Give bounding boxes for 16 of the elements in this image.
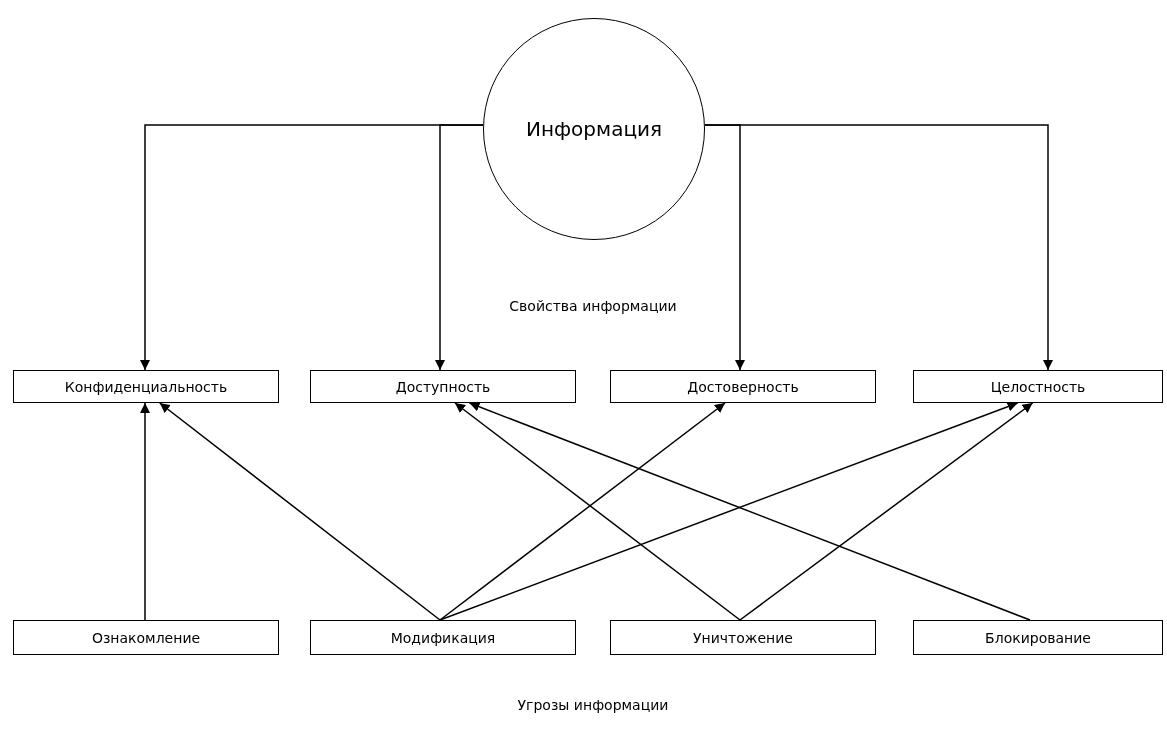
arrow: [159, 402, 441, 621]
process-box: Достоверность: [610, 370, 876, 403]
process-box: Блокирование: [913, 620, 1163, 655]
process-box: Доступность: [310, 370, 576, 403]
process-box: Конфиденциальность: [13, 370, 279, 403]
section-label: Свойства информации: [509, 298, 677, 314]
arrow: [739, 402, 1034, 621]
process-box: Модификация: [310, 620, 576, 655]
arrow: [704, 124, 1053, 371]
section-label: Угрозы информации: [517, 697, 669, 713]
circle-node: Информация: [483, 18, 705, 240]
arrow: [435, 124, 484, 371]
process-box: Ознакомление: [13, 620, 279, 655]
process-box: Уничтожение: [610, 620, 876, 655]
process-box: Целостность: [913, 370, 1163, 403]
arrow: [140, 402, 150, 621]
